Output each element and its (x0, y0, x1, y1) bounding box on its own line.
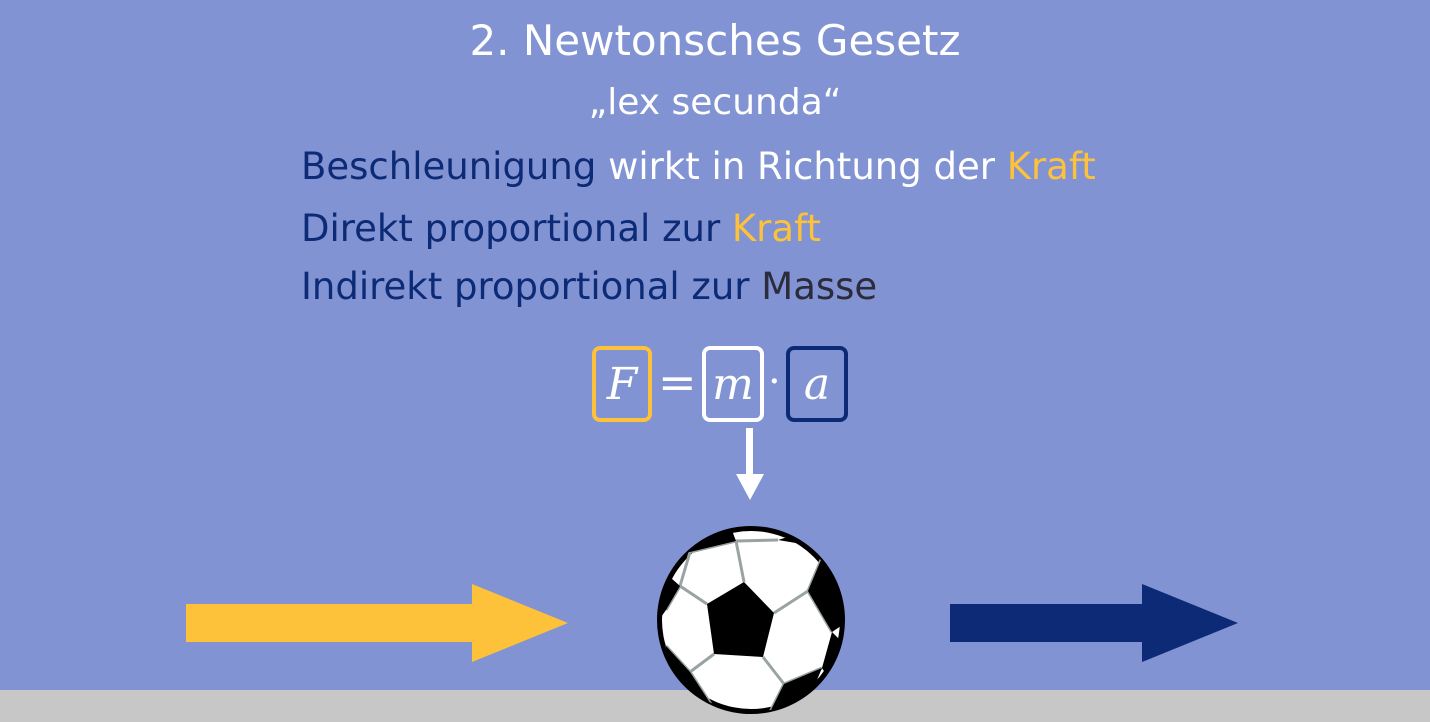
statement-text: Indirekt proportional zur (301, 265, 762, 308)
statement-direction: Beschleunigung wirkt in Richtung der Kra… (301, 142, 1096, 192)
statement-text: wirkt in Richtung der (596, 145, 1007, 188)
formula-mass-box: m (702, 346, 764, 422)
term-acceleration: Beschleunigung (301, 145, 597, 188)
formula-acceleration-box: a (786, 346, 848, 422)
formula-equals: = (658, 355, 697, 409)
formula-dot: · (768, 359, 781, 405)
formula: F = m · a (592, 346, 852, 428)
statement-text: Direkt proportional zur (301, 207, 732, 250)
formula-force-box: F (592, 346, 652, 422)
soccer-ball-icon (657, 526, 845, 714)
acceleration-arrow-icon (950, 584, 1238, 662)
statement-indirect-proportional: Indirekt proportional zur Masse (301, 262, 877, 312)
slide-title: 2. Newtonsches Gesetz (469, 16, 961, 65)
statement-direct-proportional: Direkt proportional zur Kraft (301, 204, 821, 254)
slide-subtitle: „lex secunda“ (588, 82, 842, 123)
force-arrow-icon (186, 584, 568, 662)
term-force: Kraft (1006, 145, 1096, 188)
term-mass: Masse (761, 265, 878, 308)
term-force: Kraft (731, 207, 821, 250)
mass-arrow-icon (736, 428, 764, 500)
